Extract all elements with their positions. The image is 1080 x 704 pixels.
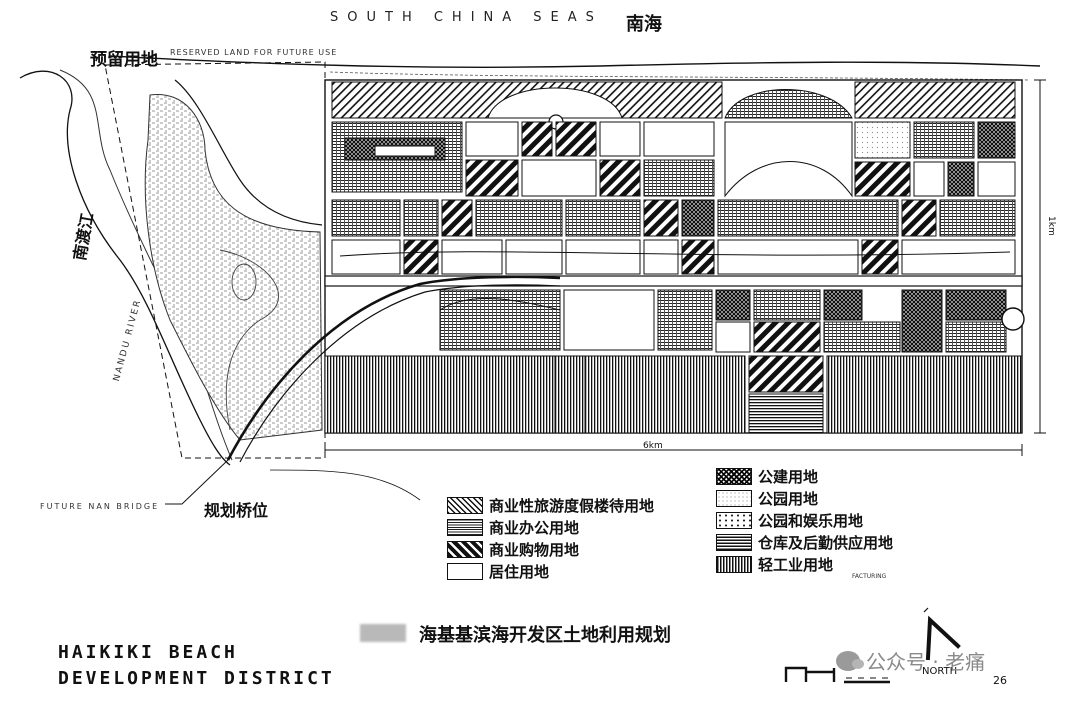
reserved-land-label-cn: 预留用地 [90, 50, 158, 70]
scale-bar-graphic [784, 666, 890, 684]
north-arrow-icon [923, 607, 961, 661]
legend-swatch [447, 540, 483, 558]
watermark-text: 公众号 · 老痛 [866, 650, 986, 674]
marsh-area [144, 93, 323, 441]
legend-label: 轻工业用地 [758, 555, 834, 574]
legend-industry-note: FACTURING [852, 573, 887, 580]
district-title-en-line2: DEVELOPMENT DISTRICT [58, 668, 335, 689]
district-title-en-line1: HAIKIKI BEACH [58, 642, 238, 663]
blurred-logo [360, 624, 406, 642]
legend-label: 商业性旅游度假楼待用地 [489, 496, 655, 515]
legend-item-resort: 商业性旅游度假楼待用地 [447, 494, 654, 516]
north-label: NORTH [922, 666, 958, 677]
river-bank-west [19, 70, 231, 466]
distance-6km-label: 6km [643, 441, 663, 451]
industry-belt [324, 355, 746, 434]
legend-label: 商业购物用地 [489, 540, 580, 559]
legend-item-public: 公建用地 [716, 465, 893, 487]
legend-item-industry: 轻工业用地 [716, 553, 893, 575]
legend-label: 仓库及后勤供应用地 [758, 533, 894, 552]
page-number: 26 [993, 674, 1007, 687]
distance-1km-label: 1km [1046, 216, 1056, 236]
legend-item-warehouse: 仓库及后勤供应用地 [716, 531, 893, 553]
legend-column-1: 商业性旅游度假楼待用地 商业办公用地 商业购物用地 居住用地 [447, 494, 654, 582]
legend-label: 居住用地 [489, 562, 550, 581]
legend-column-2: 公建用地 公园用地 公园和娱乐用地 仓库及后勤供应用地 轻工业用地 [716, 465, 893, 575]
main-road [324, 275, 1023, 287]
reserved-land-boundary [104, 61, 326, 459]
coastline [109, 55, 1041, 68]
plan-title-cn: 海基基滨海开发区土地利用规划 [419, 625, 671, 646]
legend-item-recreation: 公园和娱乐用地 [716, 509, 893, 531]
legend-label: 公园和娱乐用地 [758, 511, 864, 530]
reserved-land-label-en: RESERVED LAND FOR FUTURE USE [170, 48, 338, 57]
legend-item-shopping: 商业购物用地 [447, 538, 654, 560]
legend-swatch [447, 518, 483, 536]
legend-item-park: 公园用地 [716, 487, 893, 509]
legend-swatch [447, 496, 483, 514]
legend-label: 商业办公用地 [489, 518, 580, 537]
sea-label-cn: 南海 [626, 14, 662, 35]
legend-item-office: 商业办公用地 [447, 516, 654, 538]
legend-label: 公园用地 [758, 489, 819, 508]
legend-swatch [716, 489, 752, 507]
watermark: 公众号 · 老痛 [836, 646, 985, 675]
bridge-label-cn: 规划桥位 [204, 501, 269, 520]
bridge-label-en: FUTURE NAN BRIDGE [40, 502, 160, 511]
wechat-icon [836, 650, 864, 671]
legend-swatch [716, 467, 752, 485]
legend-swatch [716, 555, 752, 573]
sea-label-en: SOUTH CHINA SEAS [330, 10, 603, 25]
legend-item-residential: 居住用地 [447, 560, 654, 582]
legend-swatch [716, 511, 752, 529]
legend-swatch [716, 533, 752, 551]
legend-label: 公建用地 [758, 467, 819, 486]
legend-swatch [447, 562, 483, 580]
highway-to-bridge [226, 275, 561, 461]
district-title-en: HAIKIKI BEACH DEVELOPMENT DISTRICT [58, 640, 335, 692]
